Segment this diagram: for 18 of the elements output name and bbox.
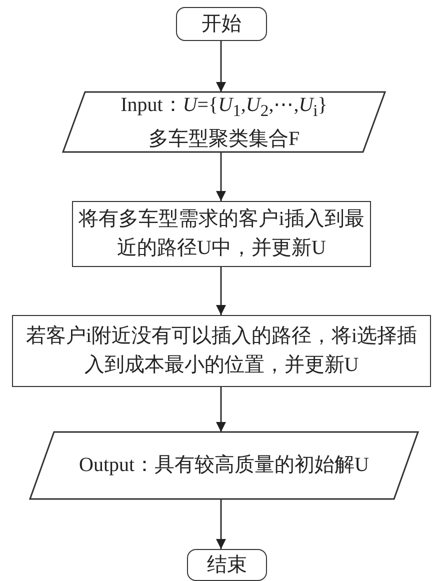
node-text: 开始 — [202, 12, 242, 36]
io-parallelogram — [30, 432, 418, 499]
node-text: 将有多车型需求的客户i插入到最近的路径U中，并更新U — [78, 207, 366, 261]
process-box — [12, 315, 431, 387]
arrow — [216, 41, 226, 92]
process-box — [72, 201, 371, 267]
node-text: 多车型聚类集合F — [148, 126, 300, 152]
arrow — [216, 152, 226, 201]
arrow — [216, 387, 226, 432]
node-text: Output：具有较高质量的初始解U — [79, 453, 369, 478]
node-text: 若客户i附近没有可以插入的路径，将i选择插入到成本最小的位置，并更新U — [24, 324, 418, 378]
node-text: 结束 — [207, 552, 247, 578]
terminal-box — [176, 7, 267, 41]
arrow — [216, 267, 226, 315]
arrow — [216, 499, 226, 549]
terminal-box — [187, 549, 267, 581]
io-parallelogram — [63, 92, 385, 152]
node-text: Input：U={U$_{1}$,U$_{2}$,⋯,U$_{i}$} — [120, 92, 328, 122]
